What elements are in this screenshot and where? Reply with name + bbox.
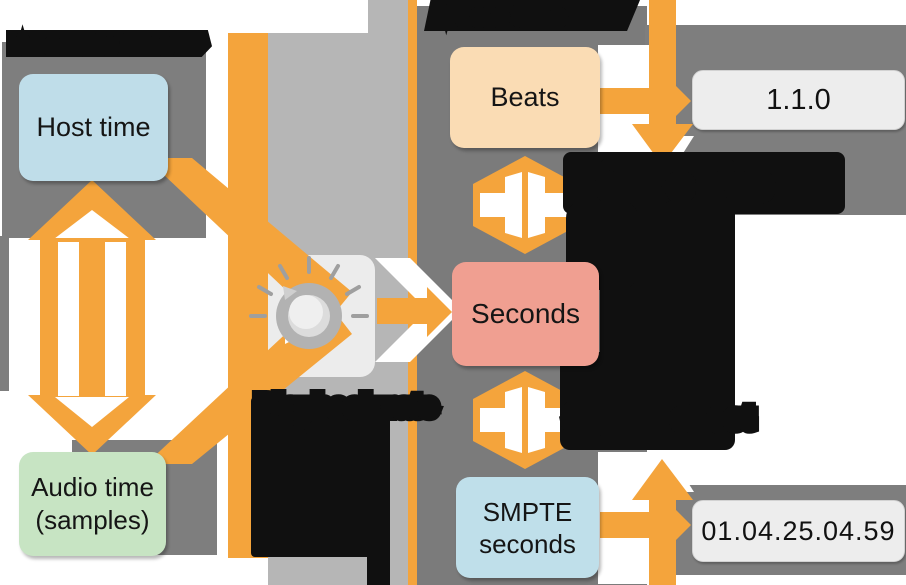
playback-rate-label-blob: [251, 397, 390, 557]
absolute-time-label: Absolute time: [10, 30, 177, 62]
beats-label: Beats: [490, 82, 560, 112]
music-time-label: Music time: [432, 0, 569, 33]
seconds-label: Seconds: [471, 298, 580, 329]
smpte-converter-icon: [473, 371, 577, 469]
smpte-seconds-box: SMPTE seconds: [456, 477, 599, 578]
beats-value: 1.1.0: [766, 83, 831, 116]
smpte-seconds-label-line1: SMPTE: [482, 496, 573, 527]
playback-rate-label: Playback rate: [250, 386, 443, 426]
smpte-offset-label-blob: [560, 352, 735, 450]
smpte-display-arrow-icon: [598, 440, 694, 585]
knob-output-arrow-icon: [375, 258, 462, 362]
music-time-label-blob: [424, 0, 640, 31]
tempo-map-label: Tempo map: [575, 161, 777, 209]
beats-value-display: 1.1.0: [692, 70, 905, 130]
smpte-seconds-label-line2: seconds: [479, 528, 576, 559]
seconds-box: Seconds: [452, 262, 599, 366]
playback-rate-label-blob-foot: [367, 552, 390, 585]
host-time-label: Host time: [36, 112, 151, 142]
smpte-offset-label: SMPTE offset: [560, 397, 760, 439]
audio-time-box: Audio time (samples): [19, 452, 166, 556]
host-time-box: Host time: [19, 74, 168, 181]
rotary-knob-icon: [249, 256, 369, 349]
smpte-value: 01.04.25.04.59: [701, 515, 896, 546]
beats-box: Beats: [450, 47, 600, 148]
tempo-converter-icon: [473, 156, 577, 254]
absolute-time-label-blob: [6, 30, 212, 57]
audio-time-label-line1: Audio time: [31, 472, 154, 502]
audio-time-label-line2: (samples): [35, 505, 150, 535]
host-audio-double-arrow-icon: [28, 180, 156, 455]
smpte-value-display: 01.04.25.04.59: [692, 500, 905, 562]
